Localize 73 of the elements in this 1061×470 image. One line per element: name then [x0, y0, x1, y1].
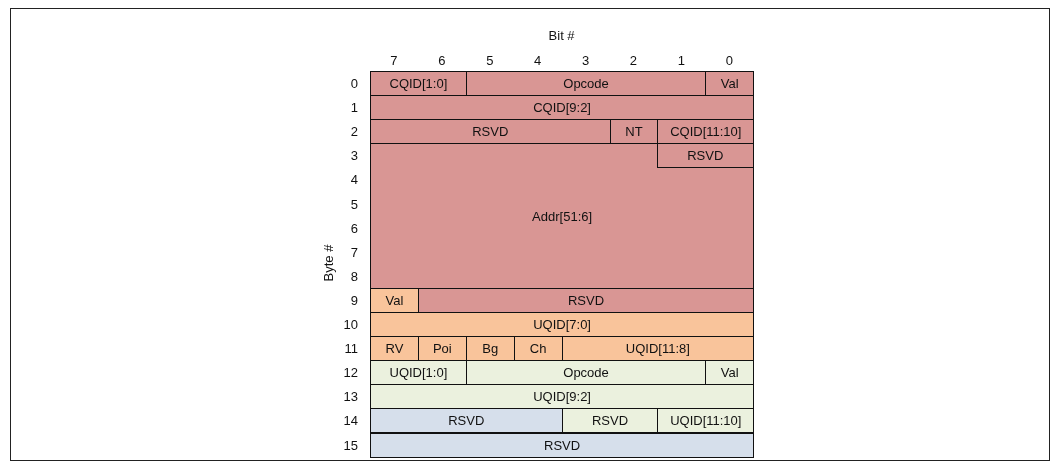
- byte-number: 2: [350, 124, 358, 138]
- byte-number: 6: [350, 221, 358, 235]
- bit-field: [657, 408, 755, 434]
- byte-number: 4: [350, 172, 358, 186]
- byte-number: 14: [343, 413, 358, 427]
- byte-number: 13: [343, 389, 358, 403]
- byte-number: 10: [343, 317, 358, 331]
- byte-number: 11: [344, 341, 358, 355]
- byte-number: 12: [343, 365, 358, 379]
- bit-number: 3: [581, 53, 590, 67]
- bit-number: 7: [390, 53, 398, 67]
- field-label: RSVD: [448, 414, 485, 428]
- field-label: RSVD: [687, 148, 724, 162]
- field-label: CQID[9:2]: [533, 101, 591, 115]
- field-label: RV: [385, 342, 404, 356]
- byte-number: 3: [350, 148, 358, 162]
- bit-field: [370, 408, 563, 434]
- bit-field: [656, 142, 754, 168]
- bit-field: [465, 71, 707, 97]
- bit-field: [370, 95, 755, 121]
- field-label: Val: [720, 366, 739, 380]
- bit-number: 4: [534, 53, 542, 67]
- bit-field: [609, 119, 659, 145]
- field-label: Ch: [529, 342, 547, 356]
- bit-field: [370, 336, 419, 362]
- bit-field: [370, 312, 755, 338]
- field-label: UQID[9:2]: [533, 390, 591, 404]
- bit-field: [561, 408, 659, 434]
- field-label: RSVD: [567, 293, 605, 307]
- field-label: CQID[1:0]: [389, 77, 448, 91]
- byte-number: 8: [350, 269, 358, 283]
- bit-field: [370, 287, 419, 313]
- field-label: Addr[51:6]: [532, 209, 593, 223]
- bit-number: 1: [677, 53, 685, 67]
- bit-number: 2: [629, 53, 638, 67]
- bit-field: [465, 360, 707, 386]
- axis-title: Bit #: [548, 28, 575, 42]
- bit-field: [561, 336, 755, 362]
- field-label: Opcode: [563, 77, 609, 91]
- field-label: Bg: [482, 342, 499, 356]
- bit-field: [370, 360, 467, 386]
- field-label: RSVD: [544, 438, 581, 452]
- byte-number: 15: [343, 438, 358, 452]
- bit-field: [370, 71, 467, 97]
- field-label: Poi: [432, 342, 452, 356]
- byte-number: 0: [350, 76, 358, 90]
- field-label: Val: [385, 293, 404, 307]
- bit-number: 5: [486, 53, 494, 67]
- bit-field: [370, 143, 755, 289]
- axis-title: Byte #: [321, 244, 335, 282]
- byte-number: 9: [350, 293, 358, 307]
- byte-number: 5: [350, 197, 358, 211]
- byte-number: 1: [350, 100, 358, 114]
- bit-field: [705, 71, 755, 97]
- byte-number: 7: [350, 245, 358, 259]
- field-label: UQID[11:10]: [670, 414, 742, 428]
- bit-field: [657, 119, 755, 145]
- field-label: UQID[11:8]: [625, 342, 690, 356]
- bit-number: 0: [725, 53, 733, 67]
- bit-field: [370, 384, 755, 410]
- bit-field: [705, 360, 755, 386]
- field-label: Opcode: [563, 366, 609, 380]
- bit-number: 6: [438, 53, 446, 67]
- bit-field: [370, 119, 611, 145]
- field-label: NT: [625, 125, 643, 139]
- field-label: UQID[7:0]: [533, 318, 591, 332]
- bit-field: [370, 432, 755, 458]
- bit-field: [417, 287, 755, 313]
- field-label: RSVD: [591, 414, 629, 428]
- field-label: RSVD: [472, 125, 509, 139]
- field-label: UQID[1:0]: [389, 366, 448, 380]
- field-label: Val: [720, 77, 739, 91]
- field-label: CQID[11:10]: [670, 125, 742, 139]
